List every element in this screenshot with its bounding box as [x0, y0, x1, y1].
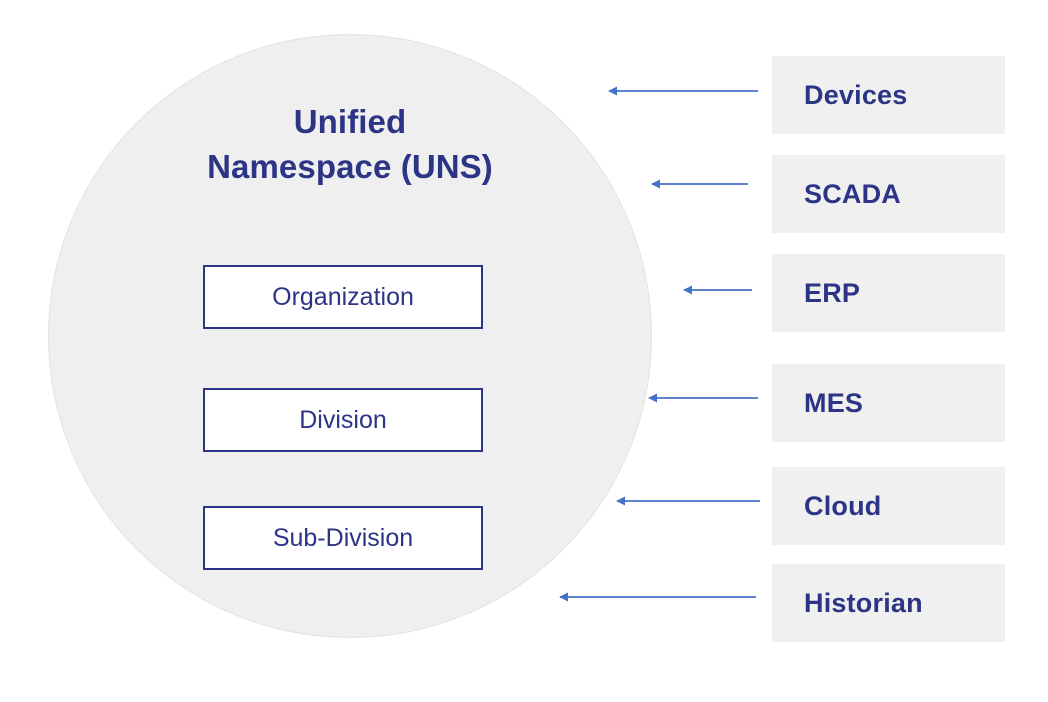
source-label: SCADA — [804, 178, 902, 209]
source-label: MES — [804, 387, 864, 418]
source-box-erp[interactable]: ERP — [772, 254, 1005, 332]
source-label: Cloud — [804, 490, 882, 521]
source-label: Historian — [804, 587, 923, 618]
uns-layer-sub-division[interactable]: Sub-Division — [203, 506, 483, 570]
uns-layer-label: Organization — [272, 282, 414, 311]
uns-layer-division[interactable]: Division — [203, 388, 483, 452]
source-box-scada[interactable]: SCADA — [772, 155, 1005, 233]
source-box-mes[interactable]: MES — [772, 364, 1005, 442]
source-box-cloud[interactable]: Cloud — [772, 467, 1005, 545]
uns-layer-label: Division — [299, 405, 387, 434]
uns-layer-organization[interactable]: Organization — [203, 265, 483, 329]
uns-title-line-1: Unified — [293, 103, 407, 140]
uns-layer-label: Sub-Division — [272, 523, 414, 552]
source-label: Devices — [804, 79, 908, 110]
uns-title-line-2: Namespace (UNS) — [207, 147, 493, 185]
uns-title: Unified Namespace (UNS) — [48, 100, 652, 189]
source-label: ERP — [804, 277, 861, 308]
source-box-historian[interactable]: Historian — [772, 564, 1005, 642]
source-box-devices[interactable]: Devices — [772, 56, 1005, 134]
